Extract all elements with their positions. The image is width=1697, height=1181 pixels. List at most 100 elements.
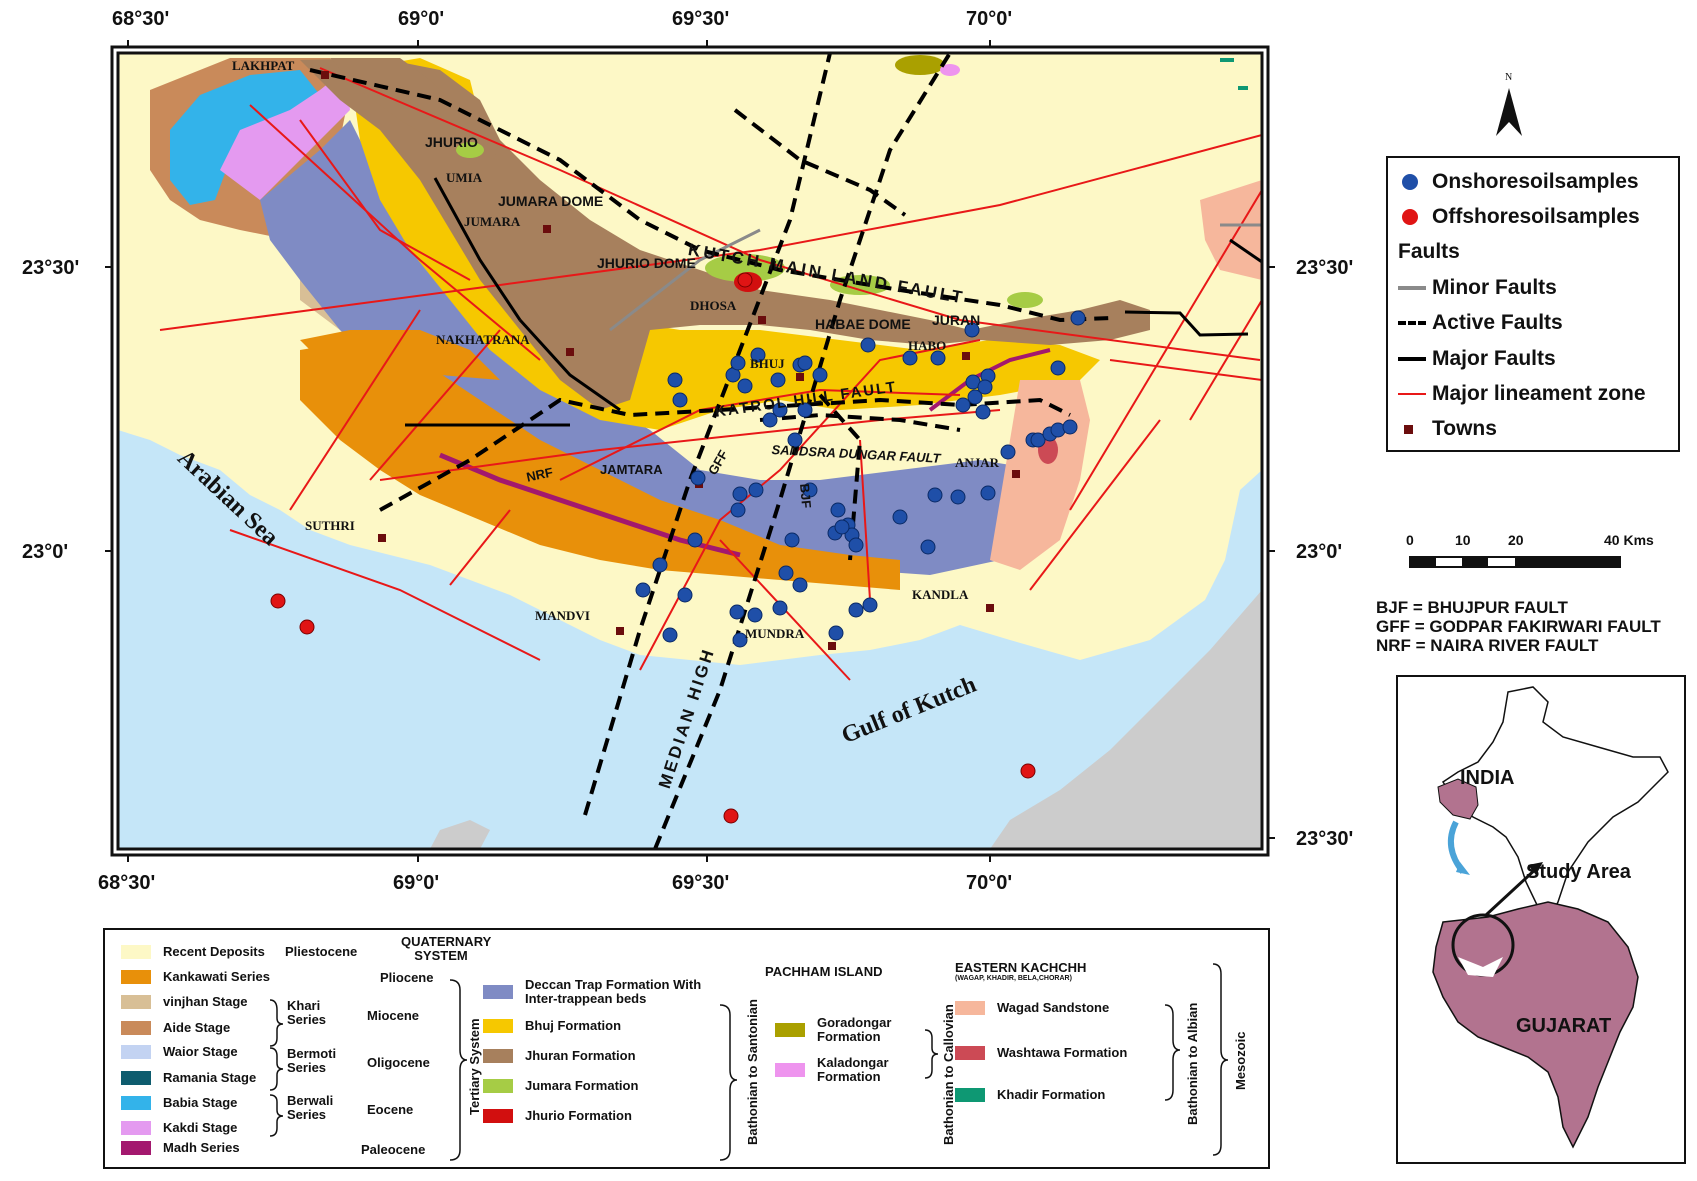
geo-bhuj-formation: Bhuj Formation bbox=[483, 1018, 621, 1033]
lat-left-1: 23°30' bbox=[22, 257, 80, 279]
scale-tick-0: 0 bbox=[1406, 532, 1414, 548]
inset-map-drawing bbox=[1432, 686, 1669, 1149]
lat-left-2: 23°0' bbox=[22, 541, 69, 563]
geo-goradongar: Goradongar Formation bbox=[775, 1016, 907, 1044]
geo-age-pliocene: Pliocene bbox=[380, 970, 434, 985]
zone-jumara-3 bbox=[456, 142, 484, 158]
geo-eastern-sub: (WAGAP, KHADIR, BELA,CHORAR) bbox=[955, 975, 1072, 982]
label-dhosa: DHOSA bbox=[690, 298, 737, 313]
geo-recent-deposits: Recent Deposits bbox=[121, 944, 265, 959]
label-kandla: KANDLA bbox=[912, 587, 969, 602]
lat-right-2: 23°0' bbox=[1296, 541, 1343, 563]
north-label: N bbox=[1505, 72, 1513, 83]
inset-study-area-label: Study Area bbox=[1526, 861, 1631, 883]
geo-jhurio-formation: Jhurio Formation bbox=[483, 1108, 632, 1123]
geo-jumara-formation: Jumara Formation bbox=[483, 1078, 638, 1093]
zone-wagad-2 bbox=[1200, 180, 1262, 280]
geo-bathonian-callovian: Bathonian to Callovian bbox=[941, 1004, 956, 1145]
geo-vinjhan: vinjhan Stage bbox=[121, 994, 248, 1009]
land-grey-south bbox=[430, 820, 490, 849]
geo-wagad-sandstone: Wagad Sandstone bbox=[955, 1000, 1109, 1015]
label-juran: JURAN bbox=[932, 312, 981, 328]
lon-top-2: 69°0' bbox=[398, 8, 445, 30]
geo-jhuran-formation: Jhuran Formation bbox=[483, 1048, 636, 1063]
label-umia: UMIA bbox=[446, 170, 483, 185]
offshore-sample-points bbox=[270, 272, 1036, 824]
land-grey-east bbox=[990, 590, 1262, 849]
map-frame bbox=[116, 51, 1264, 851]
legend-onshore: Onshoresoilsamples bbox=[1398, 170, 1639, 194]
label-mundra: MUNDRA bbox=[745, 626, 805, 641]
lon-bottom-3: 69°30' bbox=[672, 872, 730, 894]
lat-right-1: 23°30' bbox=[1296, 257, 1354, 279]
abbr-nrf: NRF = NAIRA RIVER FAULT bbox=[1376, 636, 1599, 655]
zone-khadir bbox=[1220, 58, 1234, 62]
zone-khadir-2 bbox=[1238, 86, 1248, 90]
label-jumara: JUMARA bbox=[464, 214, 521, 229]
onshore-sample-points bbox=[635, 310, 1086, 648]
major-faults bbox=[405, 177, 1262, 427]
geo-age-paleocene: Paleocene bbox=[361, 1142, 426, 1157]
scale-tick-10: 10 bbox=[1455, 532, 1471, 548]
geo-bathonian-santonian: Bathonian to Santonian bbox=[745, 999, 760, 1145]
pointer-arrowhead-icon bbox=[1456, 862, 1470, 875]
lon-top-1: 68°30' bbox=[112, 8, 170, 30]
lon-bottom-1: 68°30' bbox=[98, 872, 156, 894]
geo-ramania: Ramania Stage bbox=[121, 1070, 256, 1085]
lat-right-3: 23°30' bbox=[1296, 828, 1354, 850]
label-lakhpat: LAKHPAT bbox=[232, 58, 295, 73]
label-habae-dome: HABAE DOME bbox=[815, 316, 911, 332]
map-legend: Onshoresoilsamples Offshoresoilsamples F… bbox=[1386, 156, 1680, 452]
geo-eastern-kachchh: EASTERN KACHCHH bbox=[955, 960, 1087, 975]
map-ticks bbox=[105, 40, 1275, 862]
geo-aide: Aide Stage bbox=[121, 1020, 230, 1035]
legend-lineament: Major lineament zone bbox=[1398, 382, 1646, 406]
label-mandvi: MANDVI bbox=[535, 608, 590, 623]
legend-offshore: Offshoresoilsamples bbox=[1398, 205, 1640, 229]
gujarat-small bbox=[1437, 778, 1479, 820]
geo-age-pliestocene: Pliestocene bbox=[285, 944, 358, 959]
lon-top-4: 70°0' bbox=[966, 8, 1013, 30]
geo-kankawati: Kankawati Series bbox=[121, 969, 270, 984]
label-nakhatrana: NAKHATRANA bbox=[436, 332, 530, 347]
north-arrow-icon bbox=[1496, 88, 1522, 136]
geo-age-miocene: Miocene bbox=[367, 1008, 420, 1023]
label-jumara-dome: JUMARA DOME bbox=[498, 193, 604, 209]
lineament-lines bbox=[159, 67, 1262, 681]
geology-brackets bbox=[269, 963, 1229, 1161]
geo-mesozoic: Mesozoic bbox=[1233, 1031, 1248, 1090]
scale-tick-40: 40 Kms bbox=[1604, 532, 1654, 548]
geo-kakdi: Kakdi Stage bbox=[121, 1120, 237, 1135]
label-jhurio-dome: JHURIO DOME bbox=[597, 255, 696, 271]
scale-bar bbox=[1409, 556, 1621, 568]
lon-bottom-4: 70°0' bbox=[966, 872, 1013, 894]
legend-minor-faults: Minor Faults bbox=[1398, 276, 1557, 300]
inset-map: INDIA Study Area GUJARAT bbox=[1396, 675, 1686, 1164]
zone-jumara-4 bbox=[1007, 292, 1043, 308]
map-frame-outer bbox=[110, 45, 1270, 857]
legend-active-faults: Active Faults bbox=[1398, 311, 1563, 335]
geo-waior: Waior Stage bbox=[121, 1044, 238, 1059]
lon-top-3: 69°30' bbox=[672, 8, 730, 30]
geo-quaternary-system: QUATERNARY SYSTEM bbox=[401, 934, 492, 963]
geology-legend: Recent Deposits Kankawati Series vinjhan… bbox=[103, 928, 1270, 1169]
inset-india-label: INDIA bbox=[1460, 767, 1515, 789]
gujarat-outline bbox=[1432, 901, 1639, 1149]
geo-bathonian-albian: Bathonian to Albian bbox=[1185, 1002, 1200, 1125]
zone-kankawati bbox=[300, 340, 900, 590]
scale-tick-20: 20 bbox=[1508, 532, 1524, 548]
geo-khadir: Khadir Formation bbox=[955, 1087, 1105, 1102]
geo-age-oligocene: Oligocene bbox=[367, 1055, 430, 1070]
geo-washtawa: Washtawa Formation bbox=[955, 1045, 1127, 1060]
legend-major-faults: Major Faults bbox=[1398, 347, 1556, 371]
inset-gujarat-label: GUJARAT bbox=[1516, 1015, 1612, 1037]
abbr-gff: GFF = GODPAR FAKIRWARI FAULT bbox=[1376, 617, 1661, 636]
zone-kankawati-north bbox=[300, 330, 500, 380]
zone-kakdi bbox=[220, 70, 350, 200]
geo-babia: Babia Stage bbox=[121, 1095, 237, 1110]
label-suthri: SUTHRI bbox=[305, 518, 355, 533]
geo-kaladongar: Kaladongar Formation bbox=[775, 1056, 907, 1084]
geo-age-eocene: Eocene bbox=[367, 1102, 414, 1117]
zone-jhuran bbox=[300, 58, 1150, 410]
minor-fault bbox=[609, 228, 761, 332]
